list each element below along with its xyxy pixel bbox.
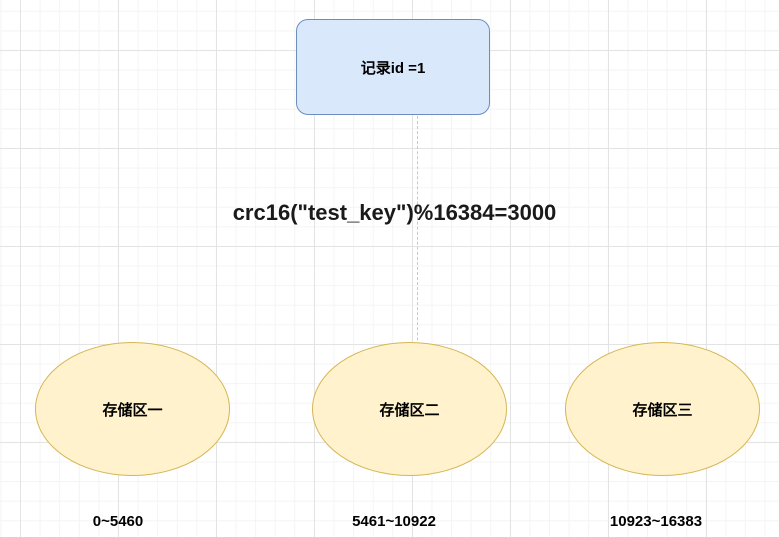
storage-node-3-label: 存储区三 [632,401,693,419]
slot-range-2: 5461~10922 [352,513,436,530]
storage-node-1[interactable]: 存储区一 [35,342,230,476]
slot-range-3: 10923~16383 [609,513,703,530]
storage-node-2-label: 存储区二 [379,401,440,419]
storage-node-2[interactable]: 存储区二 [312,342,507,476]
center-guide-line [417,116,418,446]
record-node-label: 记录id =1 [360,59,426,77]
storage-node-1-label: 存储区一 [102,401,163,419]
hash-formula: crc16("test_key")%16384=3000 [232,200,557,225]
slot-range-1: 0~5460 [92,513,144,530]
record-node[interactable]: 记录id =1 [296,19,490,115]
storage-node-3[interactable]: 存储区三 [565,342,760,476]
